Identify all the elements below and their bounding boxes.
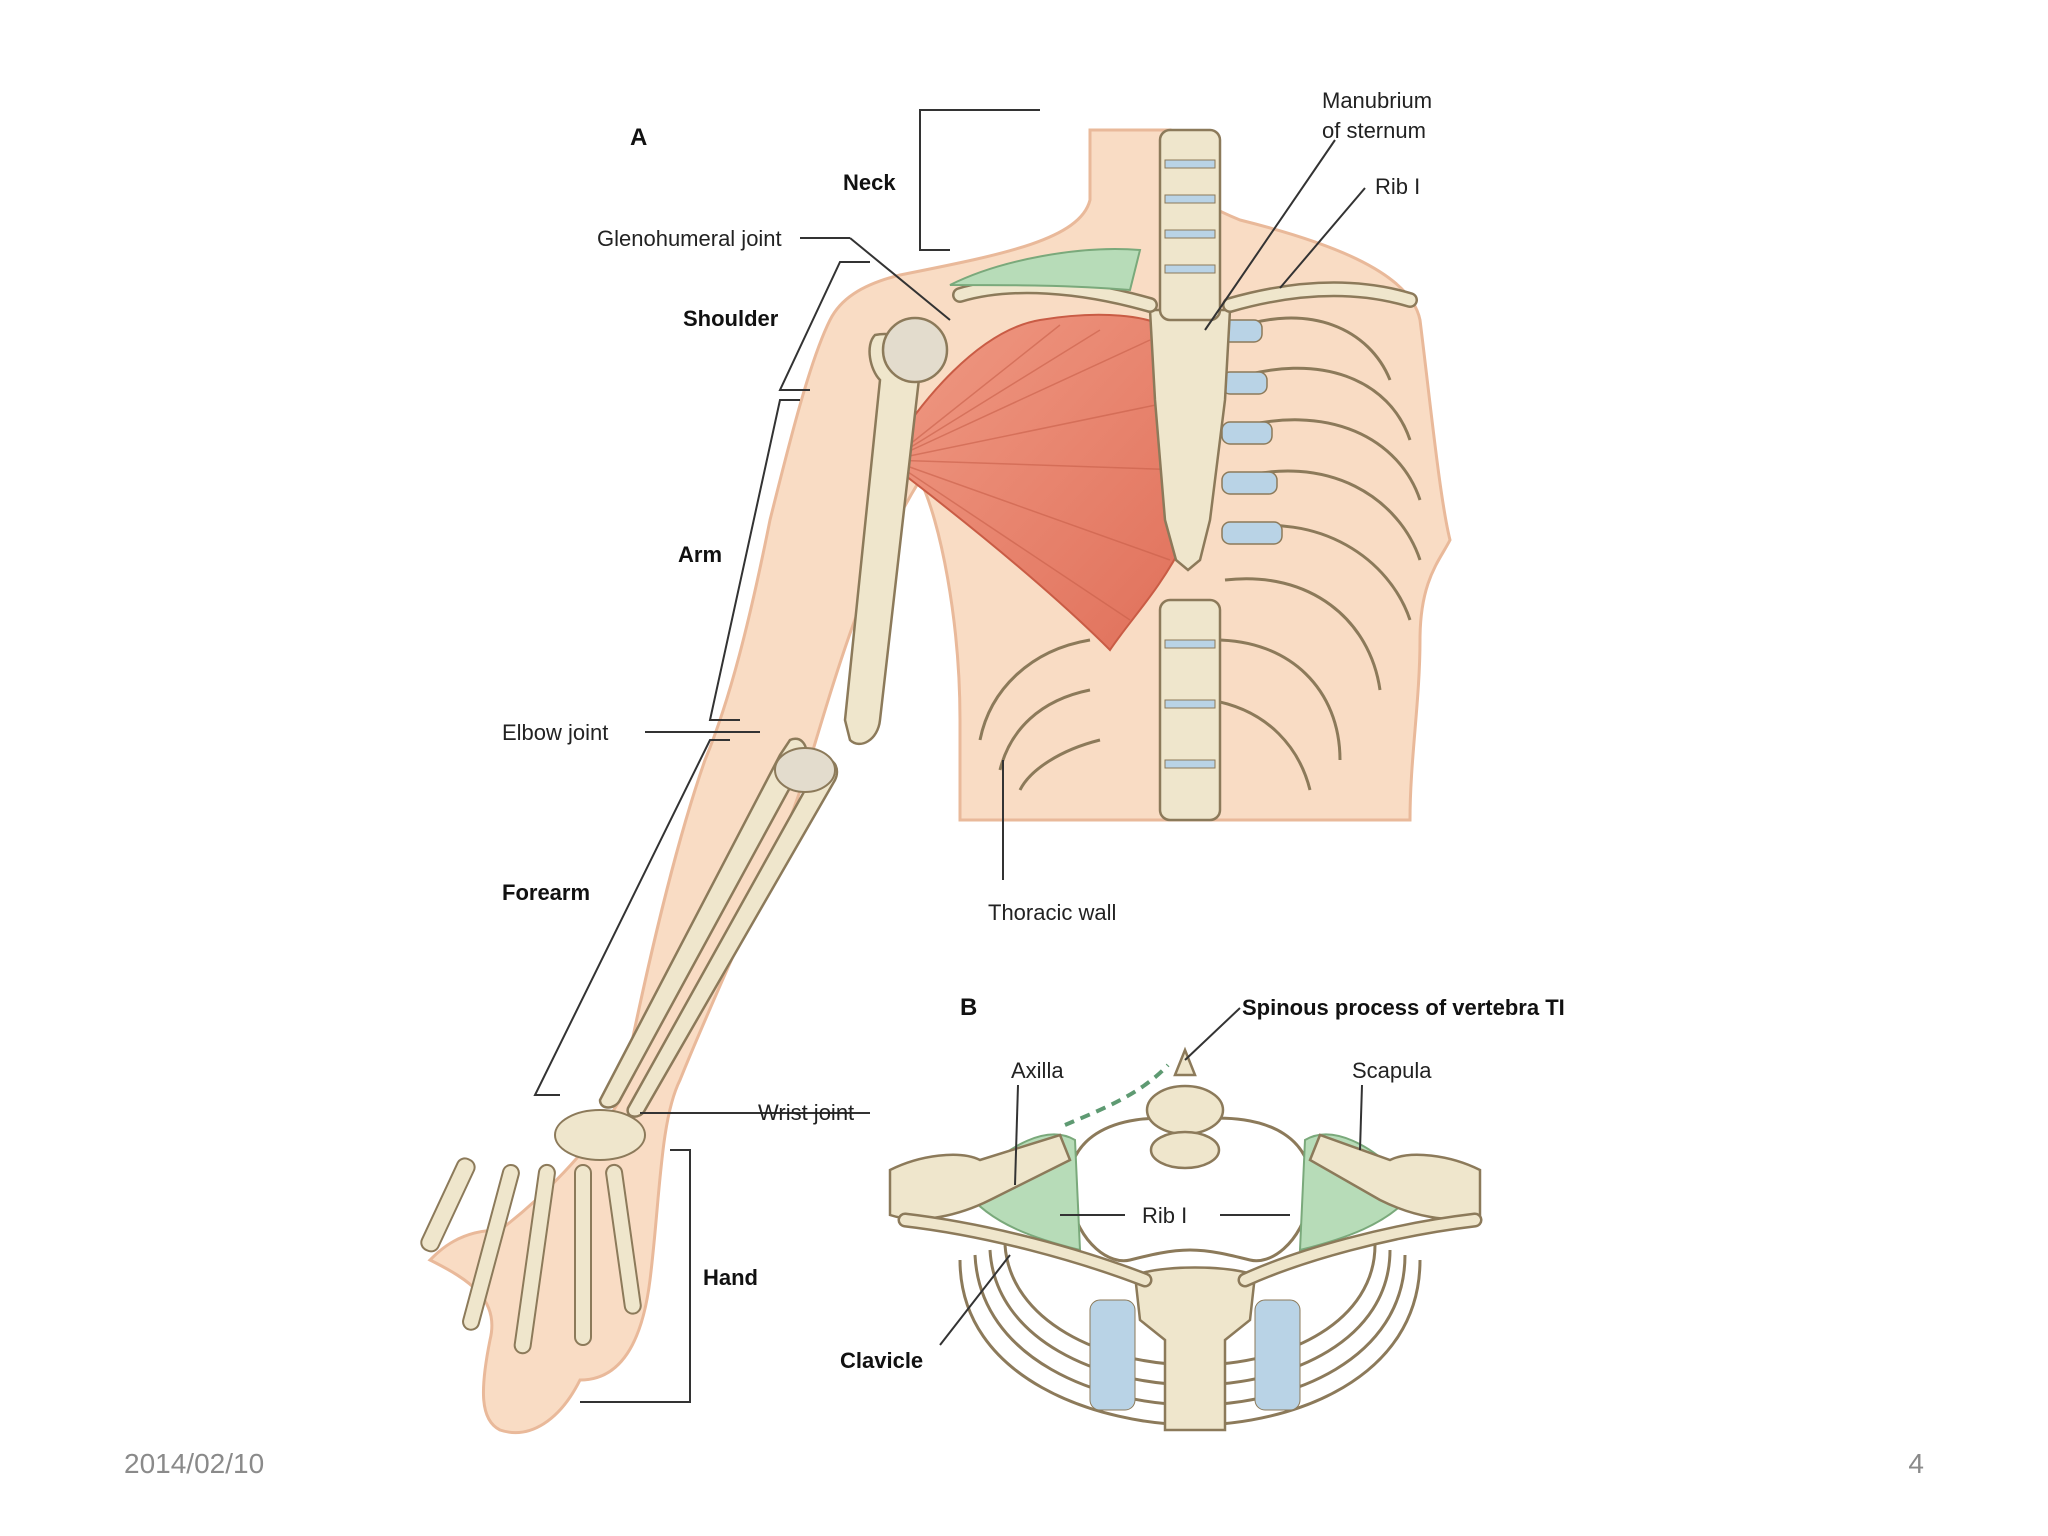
label-shoulder: Shoulder [683,306,779,331]
leader-lines [640,139,1366,1114]
label-manubrium-line1: Manubrium [1322,88,1432,113]
clavicle-left-fill [954,280,1156,311]
label-neck: Neck [843,170,896,195]
panel-a-letter: A [630,124,647,151]
vertebral-column [1158,128,1222,822]
panel-b: B Spinous process of vertebra TI Axilla … [840,994,1565,1432]
label-spinous-process: Spinous process of vertebra TI [1242,995,1565,1020]
label-manubrium-line2: of sternum [1322,118,1426,143]
label-hand: Hand [703,1265,758,1290]
muscle-fibers [889,324,1186,621]
rib-cartilage [1221,319,1283,545]
clavicle-b-right-fill [1240,1215,1480,1285]
costal-cartilage-b [1089,1299,1301,1411]
elbow-cartilage [774,747,836,793]
label-rib-1-b: Rib I [1142,1203,1187,1228]
label-arm: Arm [678,542,722,567]
clavicle-b-left-fill [900,1215,1150,1285]
label-glenohumeral-joint: Glenohumeral joint [597,226,782,251]
leader-lines-b [939,1007,1363,1346]
label-rib-1-a: Rib I [1375,174,1420,199]
humeral-head [881,316,949,384]
trapezius-area [949,248,1142,292]
vertebra-t1 [1145,1046,1225,1170]
axilla-dashed-line [1064,1063,1170,1127]
label-thoracic-wall: Thoracic wall [988,900,1116,925]
left-ribs [978,638,1101,791]
page-number: 4 [1908,1448,1924,1479]
panel-b-letter: B [960,994,977,1021]
label-scapula: Scapula [1352,1058,1432,1083]
radius [598,737,808,1109]
label-axilla: Axilla [1011,1058,1064,1083]
clavicle-right-fill [1224,283,1416,311]
panel-a: A Neck Glenohumeral joint Shoulder Arm E… [420,88,1452,1435]
label-clavicle: Clavicle [840,1348,923,1373]
sternum-b [1133,1266,1257,1432]
hand-bones [420,1109,646,1355]
label-elbow-joint: Elbow joint [502,720,608,745]
region-brackets [533,109,1040,1403]
label-wrist-joint: Wrist joint [758,1100,854,1125]
footer-date: 2014/02/10 [124,1448,265,1479]
sternum [1148,308,1232,572]
label-forearm: Forearm [502,880,590,905]
